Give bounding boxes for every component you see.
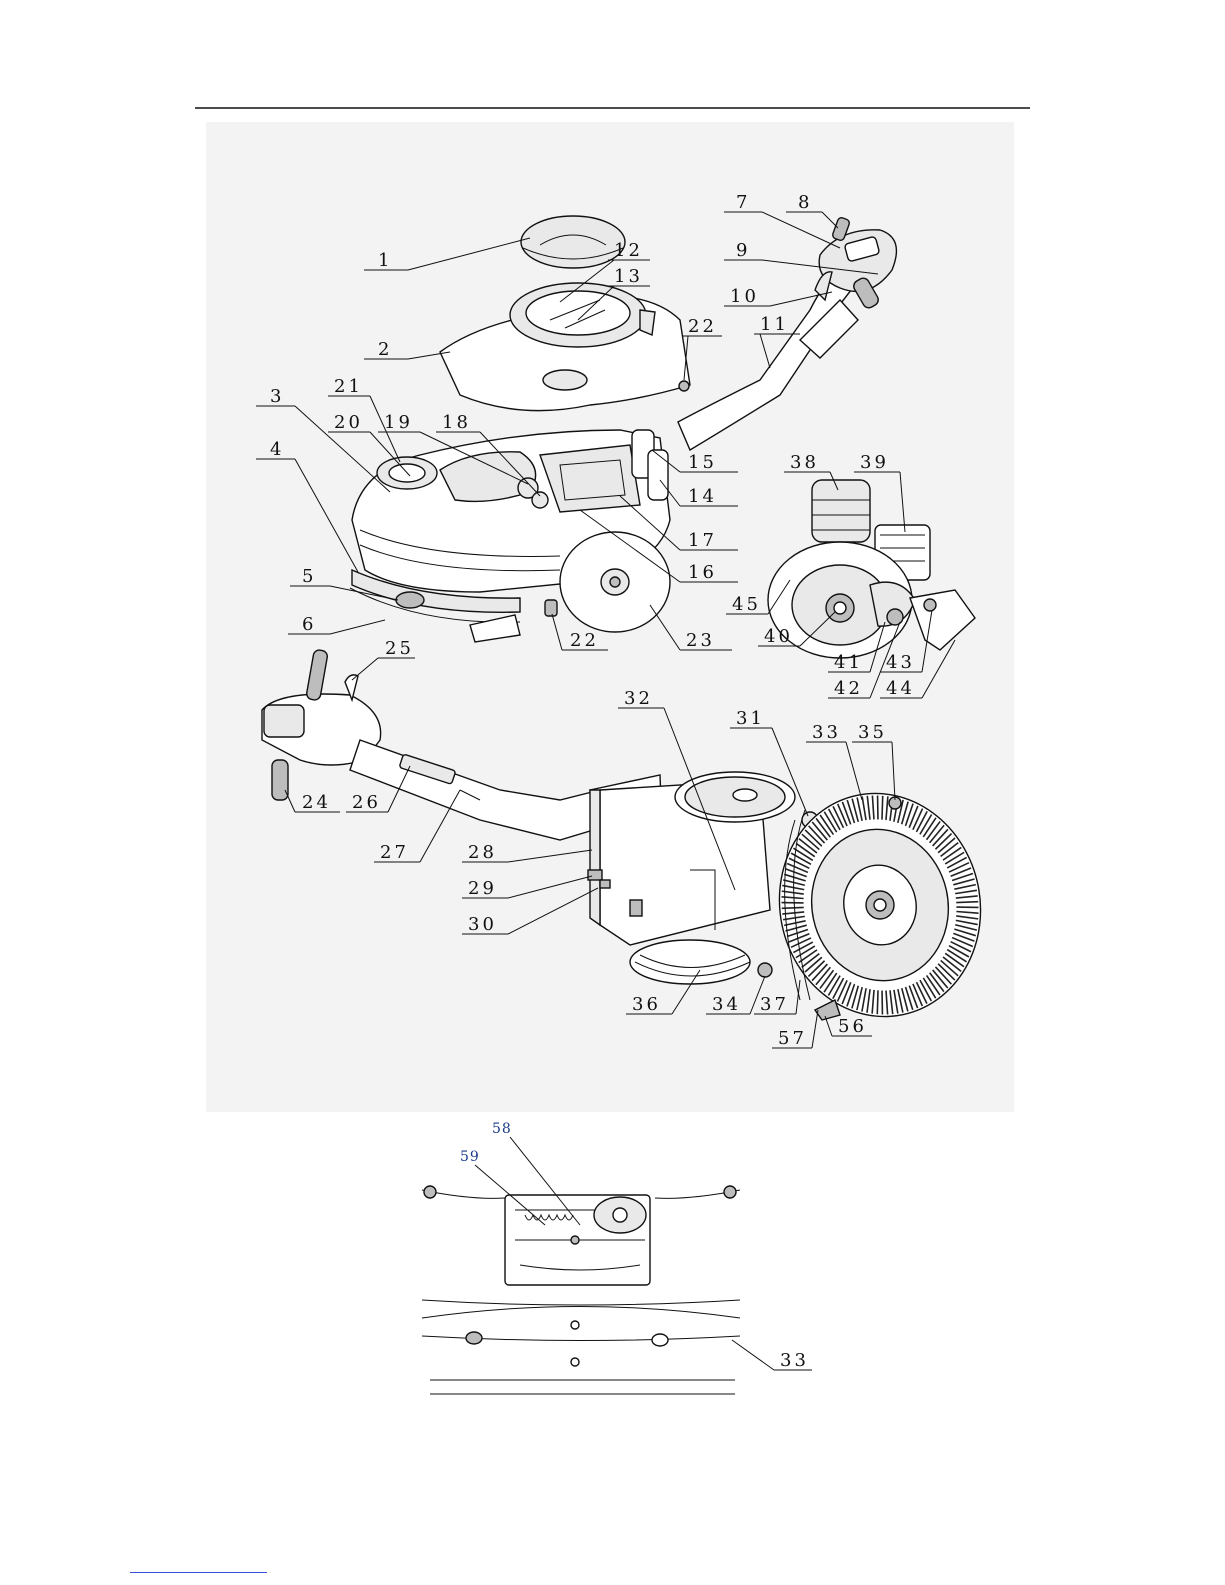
callout-24: 24 — [302, 792, 331, 813]
callout-19: 19 — [384, 412, 413, 433]
callout-10: 10 — [730, 286, 759, 307]
callout-21: 21 — [334, 376, 363, 397]
callout-44: 44 — [886, 678, 915, 699]
callout-16: 16 — [688, 562, 717, 583]
callout-22b: 22 — [570, 630, 599, 651]
callout-33a: 33 — [812, 722, 841, 743]
callout-26: 26 — [352, 792, 381, 813]
callout-12: 12 — [614, 240, 643, 261]
callout-17: 17 — [688, 530, 717, 551]
callout-6: 6 — [302, 614, 316, 635]
callout-3: 3 — [270, 386, 284, 407]
callout-40: 40 — [764, 626, 793, 647]
callout-11: 11 — [760, 314, 789, 335]
callout-14: 14 — [688, 486, 717, 507]
callout-25: 25 — [385, 638, 414, 659]
callout-28: 28 — [468, 842, 497, 863]
callout-32: 32 — [624, 688, 653, 709]
callout-33b: 33 — [780, 1350, 809, 1371]
callout-56: 56 — [838, 1016, 867, 1037]
callout-45: 45 — [732, 594, 761, 615]
callout-30: 30 — [468, 914, 497, 935]
callout-35: 35 — [858, 722, 887, 743]
callout-15: 15 — [688, 452, 717, 473]
callout-23: 23 — [686, 630, 715, 651]
callout-9: 9 — [736, 240, 750, 261]
callout-7: 7 — [736, 192, 750, 213]
callout-42: 42 — [834, 678, 863, 699]
callout-38: 38 — [790, 452, 819, 473]
callout-57: 57 — [778, 1028, 807, 1049]
callout-8: 8 — [798, 192, 812, 213]
callout-27: 27 — [380, 842, 409, 863]
callout-59: 59 — [460, 1149, 480, 1165]
bristle — [956, 902, 978, 903]
callout-29: 29 — [468, 878, 497, 899]
callout-2: 2 — [378, 339, 392, 360]
callout-36: 36 — [632, 994, 661, 1015]
callout-43: 43 — [886, 652, 915, 673]
callout-39: 39 — [860, 452, 889, 473]
bristle — [877, 990, 878, 1014]
callout-1: 1 — [378, 250, 392, 271]
callout-13: 13 — [614, 266, 643, 287]
callout-31: 31 — [736, 708, 765, 729]
callout-37: 37 — [760, 994, 789, 1015]
detail-inset — [420, 1180, 740, 1398]
callout-22a: 22 — [688, 316, 717, 337]
callout-34: 34 — [712, 994, 741, 1015]
callout-41: 41 — [834, 652, 863, 673]
callout-20: 20 — [334, 412, 363, 433]
callout-58: 58 — [492, 1121, 512, 1137]
callout-5: 5 — [302, 566, 316, 587]
callout-4: 4 — [270, 439, 284, 460]
footer-link-underline[interactable] — [130, 1572, 267, 1573]
bristle — [882, 796, 883, 820]
callout-18: 18 — [442, 412, 471, 433]
